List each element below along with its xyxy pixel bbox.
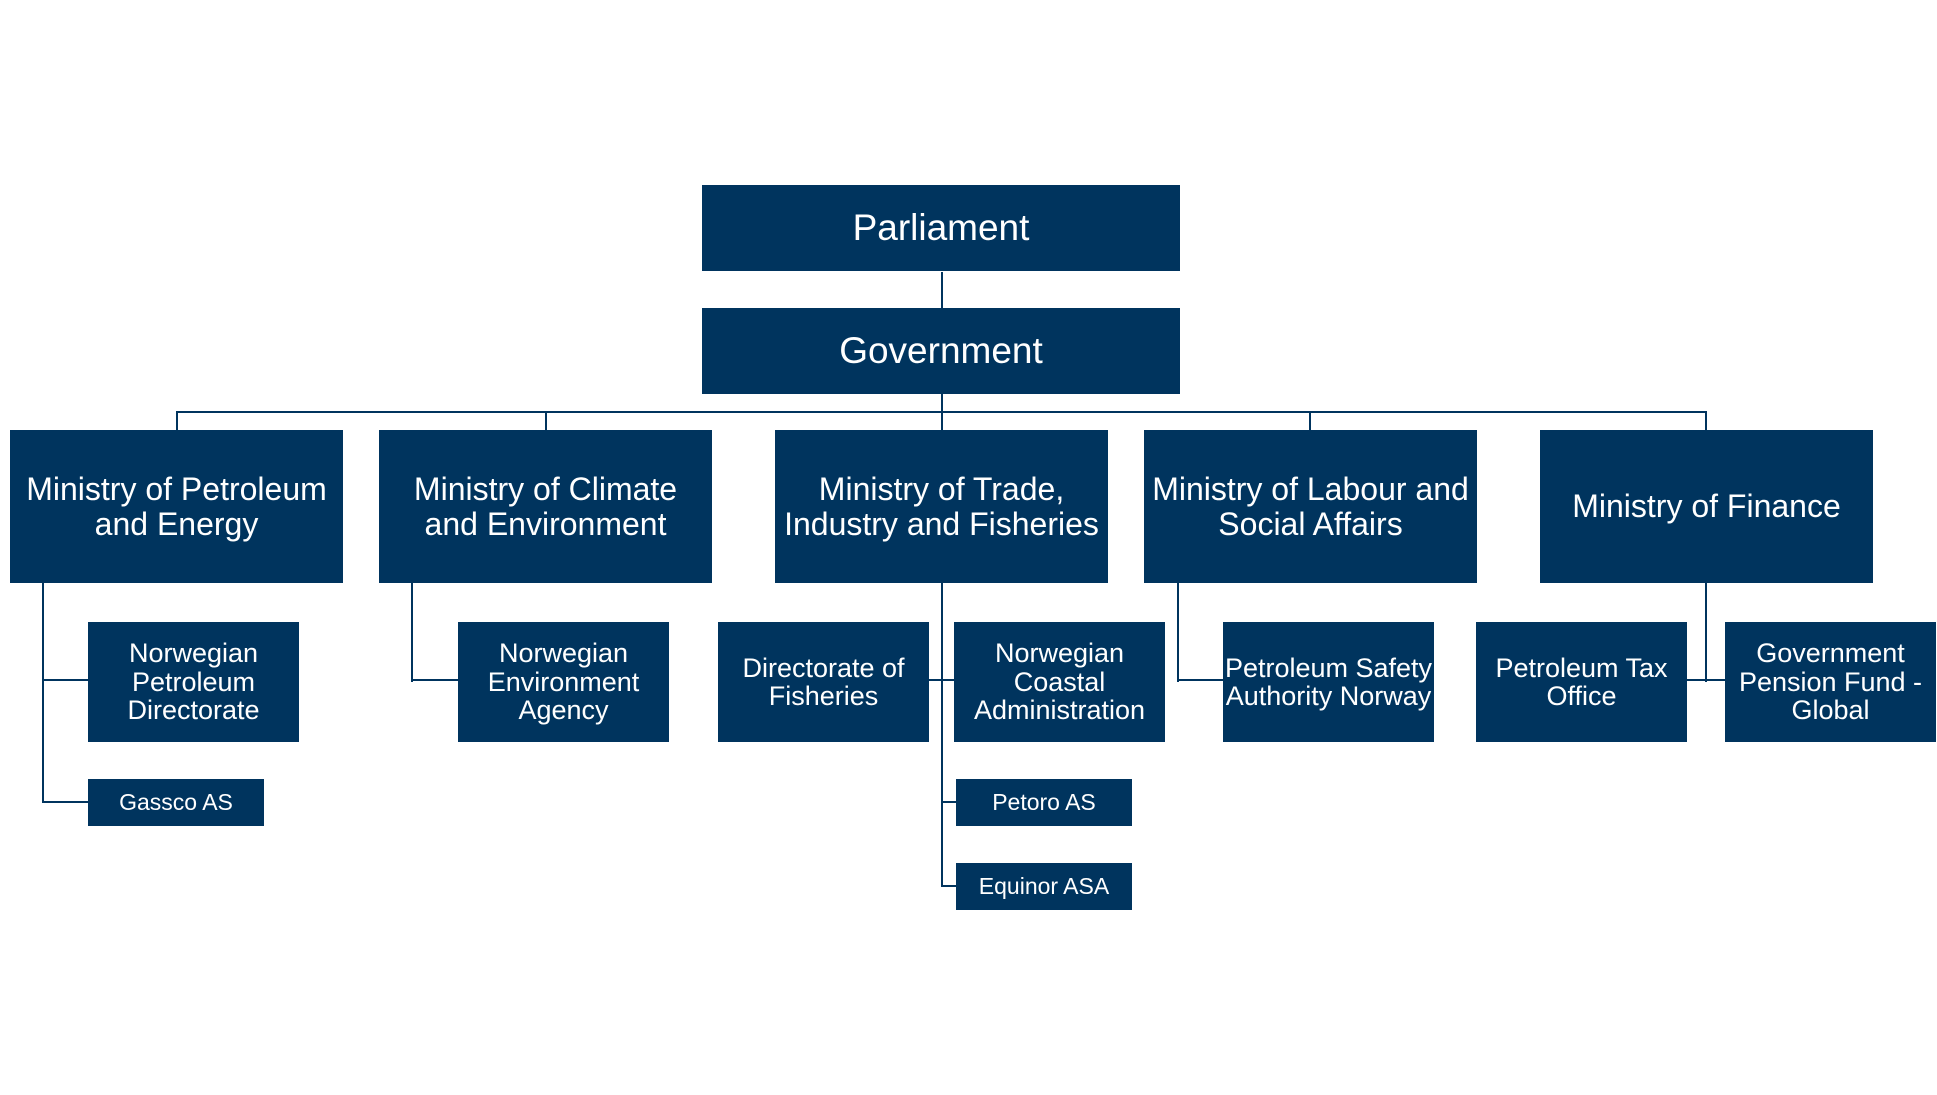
coastal-administration-box: Norwegian Coastal Administration: [954, 622, 1165, 742]
equinor-label: Equinor ASA: [978, 872, 1110, 899]
fisheries-directorate-box: Directorate of Fisheries: [718, 622, 929, 742]
ministry-petroleum-energy-label: Ministry of Petroleum and Energy: [26, 470, 327, 542]
connector-parliament-government: [941, 272, 943, 309]
petoro-label: Petoro AS: [992, 788, 1096, 815]
ministry-labour-social-label: Ministry of Labour and Social Affairs: [1152, 470, 1469, 542]
ministry-petroleum-energy-box: Ministry of Petroleum and Energy: [10, 430, 343, 583]
connector-labour-trunk: [1177, 583, 1179, 682]
ministry-trade-industry-fisheries-box: Ministry of Trade, Industry and Fisherie…: [775, 430, 1108, 583]
equinor-box: Equinor ASA: [956, 863, 1132, 910]
government-box: Government: [702, 308, 1180, 394]
connector-to-pension-fund: [1706, 679, 1725, 681]
gassco-box: Gassco AS: [88, 779, 264, 826]
coastal-administration-label: Norwegian Coastal Administration: [973, 638, 1146, 726]
connector-to-gassco: [42, 801, 88, 803]
ministry-finance-label: Ministry of Finance: [1572, 488, 1841, 525]
connector-to-labour-social: [1309, 411, 1311, 430]
petroleum-directorate-label: Norwegian Petroleum Directorate: [127, 638, 260, 726]
connector-petroleum-energy-trunk: [42, 583, 44, 803]
environment-agency-label: Norwegian Environment Agency: [487, 638, 640, 726]
petroleum-directorate-box: Norwegian Petroleum Directorate: [88, 622, 299, 742]
connector-trade-trunk: [941, 583, 943, 887]
ministry-finance-box: Ministry of Finance: [1540, 430, 1873, 583]
connector-to-equinor: [942, 885, 956, 887]
gassco-label: Gassco AS: [119, 788, 233, 815]
ministry-labour-social-box: Ministry of Labour and Social Affairs: [1144, 430, 1477, 583]
parliament-box: Parliament: [702, 185, 1180, 271]
connector-to-coastal-administration: [942, 679, 954, 681]
pension-fund-label: Government Pension Fund - Global: [1738, 638, 1923, 726]
connector-climate-trunk: [411, 583, 413, 682]
connector-to-trade-industry: [941, 411, 943, 430]
connector-government-down: [941, 393, 943, 412]
environment-agency-box: Norwegian Environment Agency: [458, 622, 669, 742]
pension-fund-box: Government Pension Fund - Global: [1725, 622, 1936, 742]
parliament-label: Parliament: [852, 206, 1030, 248]
connector-to-tax-office: [1686, 679, 1706, 681]
connector-to-fisheries-directorate: [928, 679, 942, 681]
ministry-trade-industry-fisheries-label: Ministry of Trade, Industry and Fisherie…: [784, 470, 1099, 542]
connector-to-climate-environment: [545, 411, 547, 430]
ministry-climate-environment-label: Ministry of Climate and Environment: [413, 470, 678, 542]
connector-to-finance: [1705, 411, 1707, 430]
tax-office-box: Petroleum Tax Office: [1476, 622, 1687, 742]
safety-authority-box: Petroleum Safety Authority Norway: [1223, 622, 1434, 742]
petoro-box: Petoro AS: [956, 779, 1132, 826]
connector-to-petoro: [942, 801, 956, 803]
connector-finance-trunk: [1705, 583, 1707, 682]
ministry-climate-environment-box: Ministry of Climate and Environment: [379, 430, 712, 583]
connector-to-safety-authority: [1177, 679, 1223, 681]
fisheries-directorate-label: Directorate of Fisheries: [742, 652, 905, 711]
connector-to-environment-agency: [411, 679, 458, 681]
government-label: Government: [839, 329, 1043, 371]
tax-office-label: Petroleum Tax Office: [1495, 652, 1668, 711]
connector-to-petroleum-directorate: [42, 679, 88, 681]
connector-to-petroleum-energy: [176, 411, 178, 430]
safety-authority-label: Petroleum Safety Authority Norway: [1224, 652, 1433, 711]
